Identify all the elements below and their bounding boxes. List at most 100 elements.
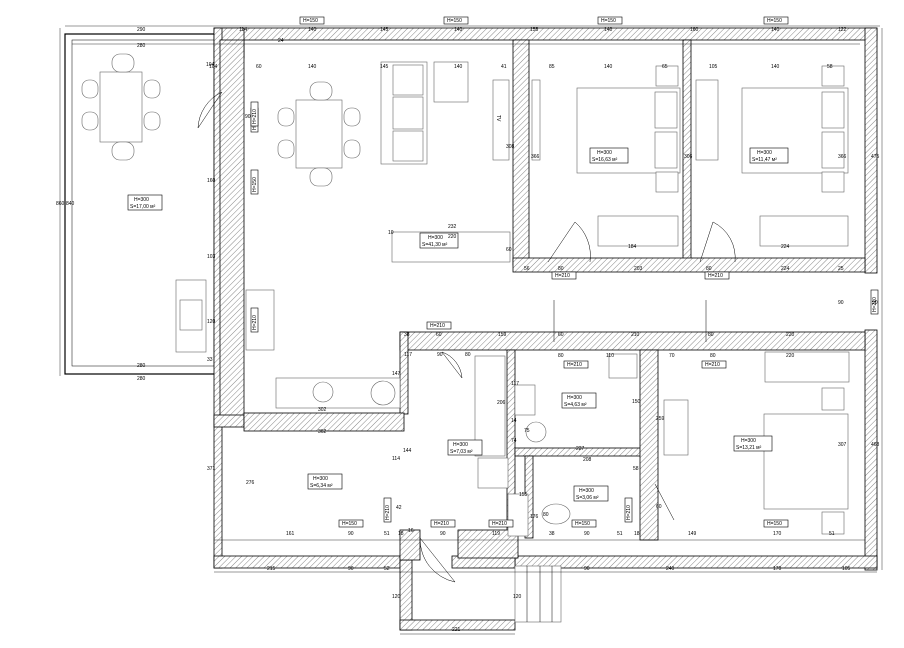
svg-text:H=210: H=210 [567,362,582,368]
svg-text:H=150: H=150 [342,521,357,527]
svg-text:S=17,00 м²: S=17,00 м² [130,204,156,210]
door-tag: H=210 [701,360,727,369]
svg-text:10: 10 [388,230,394,236]
svg-text:25: 25 [838,266,844,272]
svg-text:184: 184 [628,244,637,250]
room-label-bedroom-3: H=300 S=13,21 м² [733,435,773,452]
door-tag: H=210 [383,497,392,523]
svg-text:170: 170 [773,566,782,572]
window-tags: H=150 H=150 H=150 H=150 H=150 H=150 H=15… [250,16,789,528]
room-labels: H=300 S=17,00 м² H=300 S=41,30 м² H=300 … [127,147,789,502]
svg-text:302: 302 [318,407,327,413]
svg-text:H=210: H=210 [385,505,391,520]
dim-top-9: 140 [771,27,780,33]
svg-text:H=300: H=300 [428,235,443,241]
svg-text:H=300: H=300 [757,150,772,156]
dim-top-3: 140 [308,27,317,33]
interior-walls [213,39,866,561]
furniture: TV [81,53,850,623]
dim-inner-1: 280 [137,43,146,49]
svg-text:H=150: H=150 [767,521,782,527]
svg-text:103: 103 [207,254,216,260]
bedroom-1-furniture [531,65,681,247]
svg-text:210: 210 [631,332,640,338]
room-label-bedroom-1: H=300 S=16,63 м² [589,147,629,164]
svg-text:58: 58 [633,466,639,472]
svg-text:H=210: H=210 [705,362,720,368]
bedroom-2-furniture [695,65,849,247]
svg-text:371: 371 [207,466,216,472]
svg-text:H=210: H=210 [492,521,507,527]
svg-text:206: 206 [497,400,506,406]
svg-text:227: 227 [576,446,585,452]
mid-dims: 232 220 10 60 184 224 56 80 203 80 224 2… [388,144,844,272]
svg-text:74: 74 [511,438,517,444]
svg-text:H=210: H=210 [430,323,445,329]
window-tag: H=150 [763,16,789,25]
svg-text:S=4,63 м²: S=4,63 м² [564,402,587,408]
svg-text:80: 80 [558,266,564,272]
dim-inner-8: 85 [549,64,555,70]
svg-text:H=210: H=210 [252,109,258,124]
svg-text:H=300: H=300 [134,197,149,203]
top-inner-dims: 280 104 60 140 145 140 41 85 140 65 105 … [137,43,833,70]
svg-text:280: 280 [137,363,146,369]
svg-text:H=210: H=210 [626,505,632,520]
svg-text:110: 110 [606,353,614,359]
svg-text:160: 160 [207,178,216,184]
window-tag: H=150 [443,16,469,25]
dim-top-4: 145 [380,27,389,33]
dim-inner-6: 140 [454,64,463,70]
kitchen-cabinets [245,231,511,409]
svg-text:307: 307 [838,442,847,448]
svg-text:220: 220 [786,353,795,359]
tv-stand: TV [492,79,510,161]
door-tag: H=210 [250,101,259,127]
svg-text:232: 232 [448,224,457,230]
dim-inner-11: 105 [709,64,718,70]
svg-text:H=210: H=210 [252,315,258,330]
stairs [514,565,562,623]
svg-text:176: 176 [530,514,539,520]
door-tag: H=210 [250,307,259,333]
svg-text:90: 90 [838,300,844,306]
room-label-terrace: H=300 S=17,00 м² [127,194,163,211]
svg-text:840: 840 [66,201,75,207]
svg-text:60: 60 [506,247,512,253]
svg-text:S=13,21 м²: S=13,21 м² [736,445,762,451]
svg-text:240: 240 [666,566,675,572]
svg-text:H=210: H=210 [555,273,570,279]
svg-text:80: 80 [706,266,712,272]
dim-top-8: 160 [690,27,699,33]
room-label-wc: H=300 S=3,06 м² [573,485,609,502]
door-tag: H=210 [870,289,879,315]
svg-text:H=150: H=150 [447,18,462,24]
svg-text:38: 38 [404,332,410,338]
svg-text:51: 51 [829,531,835,537]
svg-text:114: 114 [392,456,400,462]
svg-text:80: 80 [710,353,716,359]
svg-text:H=300: H=300 [597,150,612,156]
svg-text:90: 90 [872,300,878,306]
window-tag: H=150 [299,16,325,25]
dim-inner-13: 58 [827,64,833,70]
svg-text:276: 276 [246,480,255,486]
svg-text:16: 16 [408,528,414,534]
svg-text:203: 203 [634,266,643,272]
window-tag: H=150 [250,169,259,195]
svg-text:147: 147 [392,371,401,377]
svg-text:80: 80 [543,512,549,518]
dim-top-7: 140 [604,27,613,33]
svg-text:H=300: H=300 [313,476,328,482]
dim-inner-3: 60 [256,64,262,70]
svg-text:144: 144 [403,448,412,454]
dim-inner-2: 104 [209,64,218,70]
window-tag: H=150 [597,16,623,25]
door-tag: H=210 [426,321,452,330]
svg-text:H=210: H=210 [872,297,878,312]
bathroom-fixtures [507,353,638,537]
svg-text:H=150: H=150 [767,18,782,24]
armchair [175,279,207,353]
sofa [380,61,469,165]
